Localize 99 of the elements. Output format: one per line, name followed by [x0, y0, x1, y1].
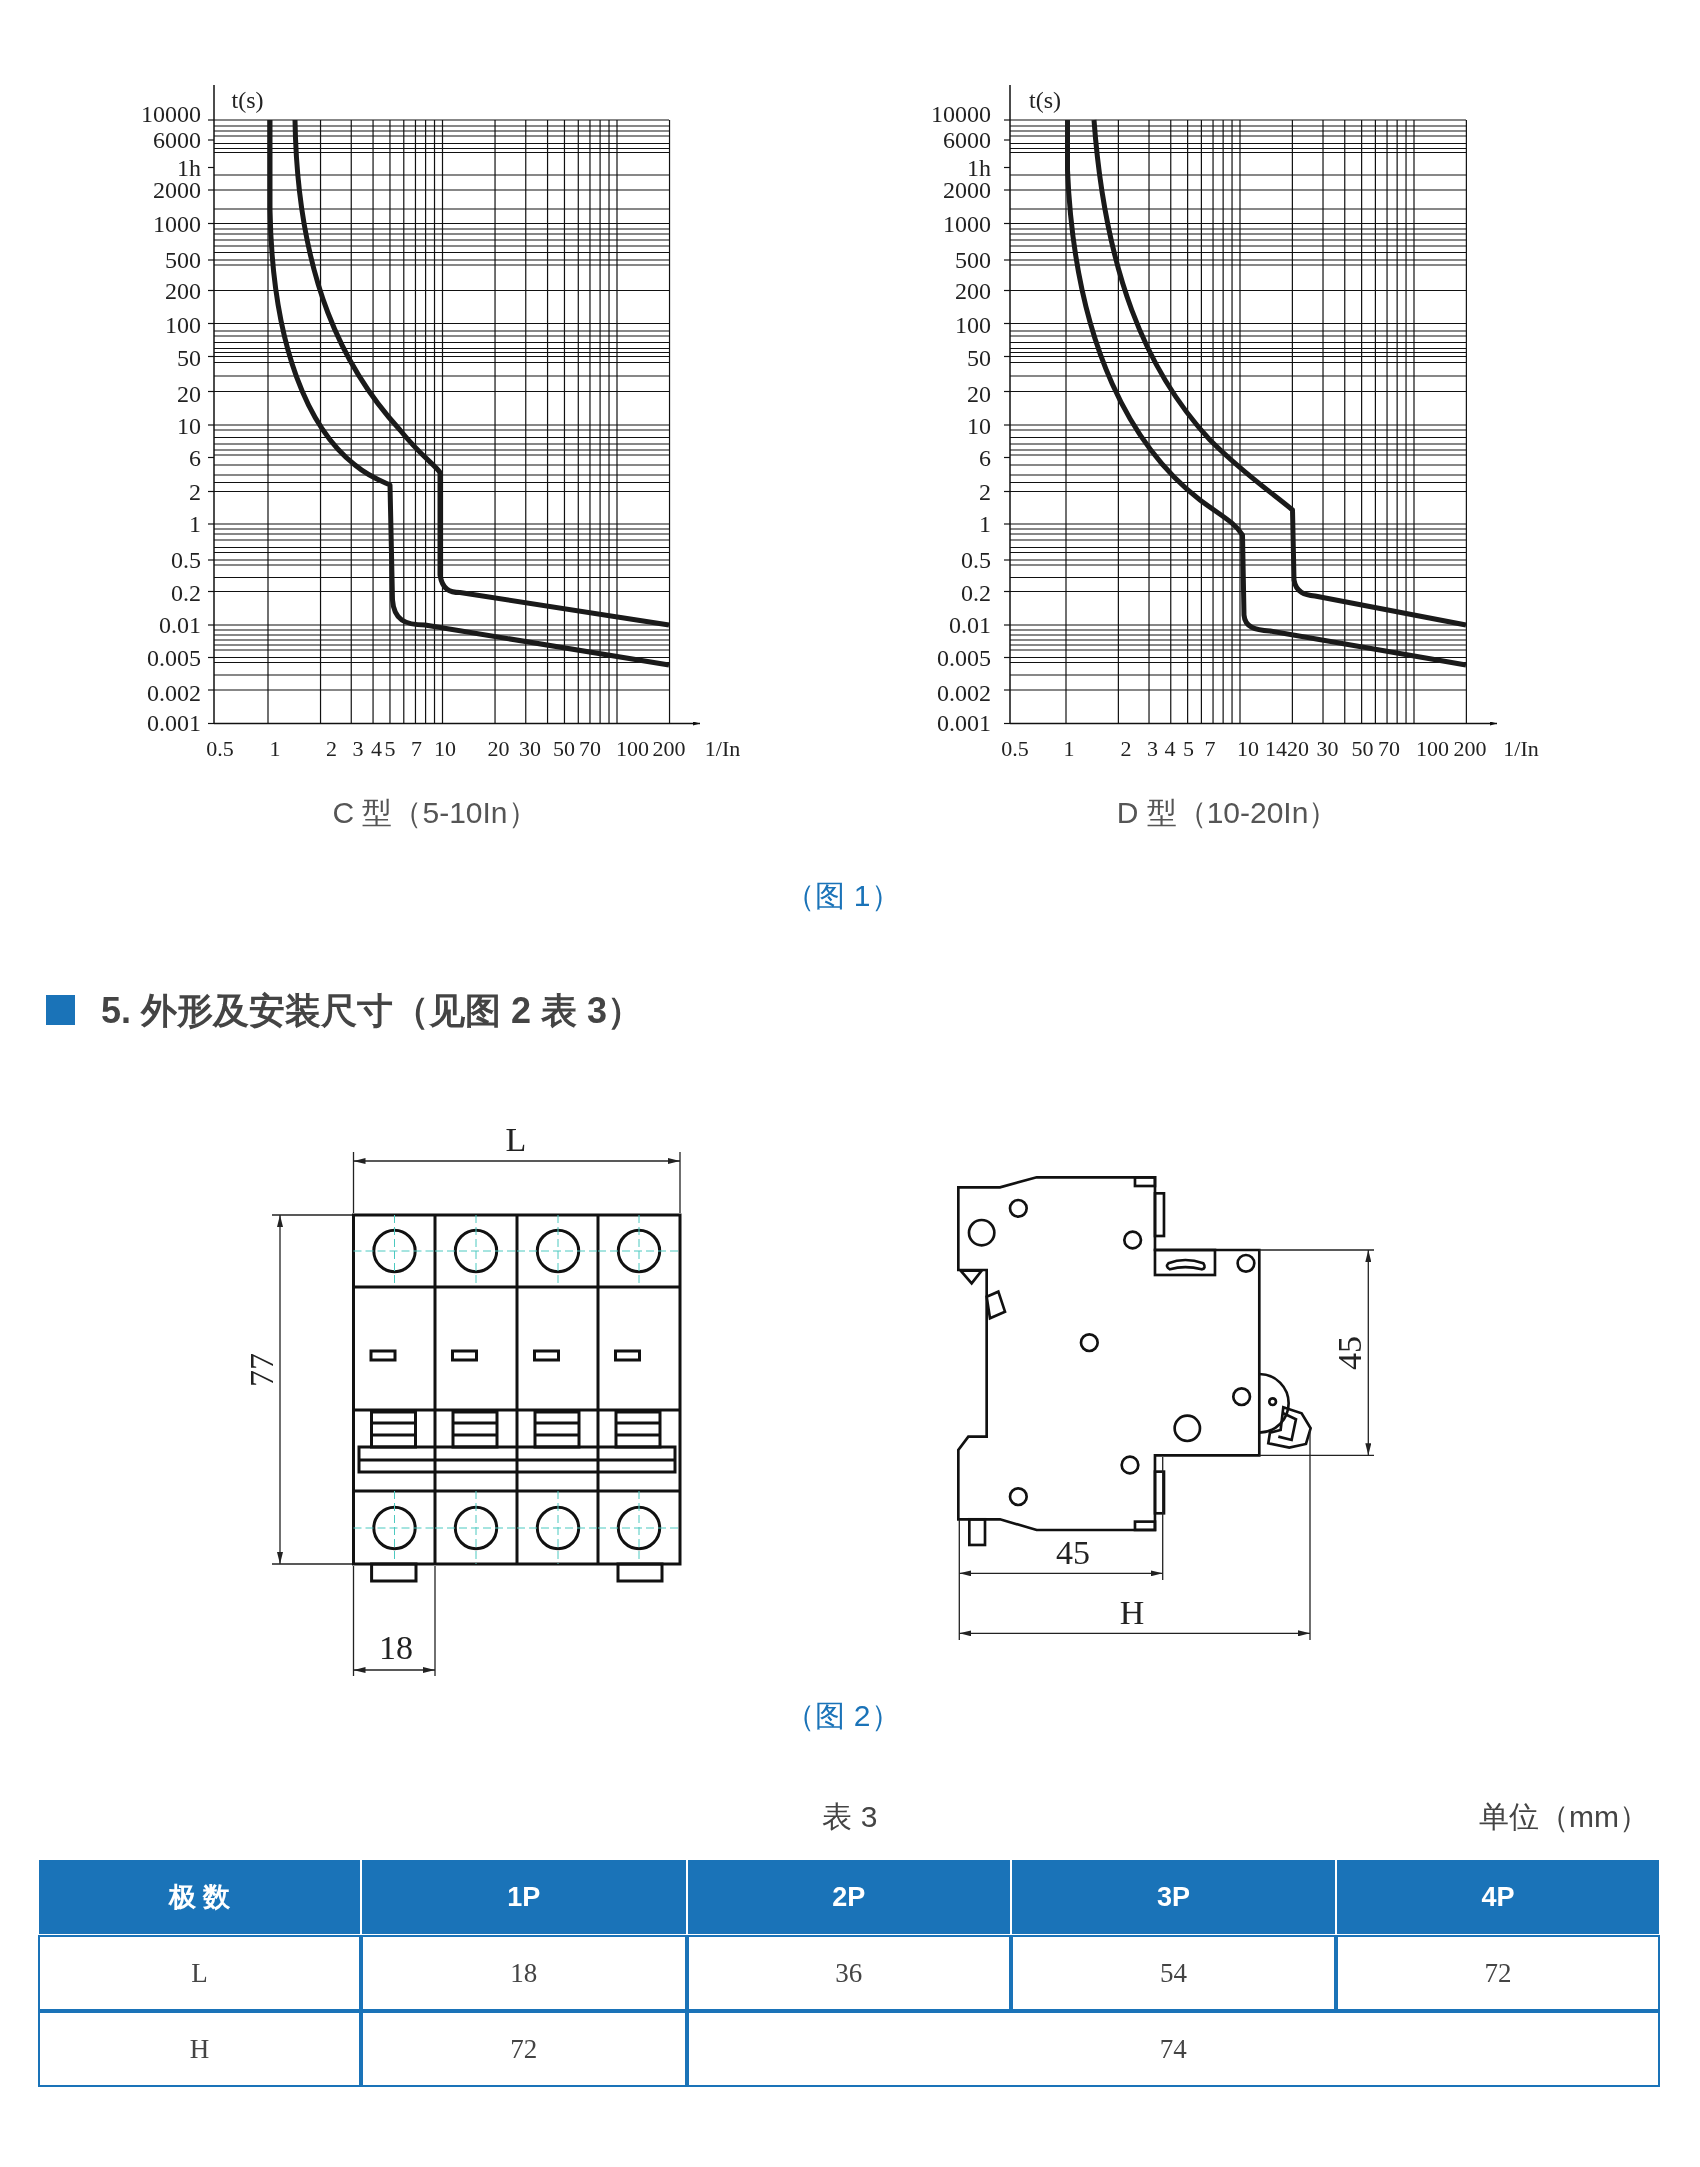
tick-label: 14 — [1265, 737, 1287, 760]
tick-label: 1/In — [704, 737, 741, 760]
table-cell: 72 — [361, 2011, 687, 2087]
table-cell: 74 — [686, 2011, 1660, 2087]
tick-label: 70 — [579, 737, 601, 760]
tick-label: 200 — [652, 737, 686, 760]
dimension-label: L — [505, 1123, 527, 1157]
tick-label: 50 — [177, 345, 201, 370]
tick-label: 50 — [553, 737, 575, 760]
tick-label: 50 — [967, 345, 991, 370]
table-cell: 18 — [361, 1935, 687, 2011]
tick-label: 2000 — [153, 178, 201, 202]
tick-label: 100 — [1416, 737, 1449, 760]
chart-caption: D 型（10-20In） — [1116, 797, 1339, 828]
tick-label: 30 — [519, 737, 541, 760]
tick-label: 0.5 — [961, 548, 991, 572]
tick-label: 0.001 — [147, 710, 201, 735]
dimension-label: 18 — [379, 1631, 413, 1665]
tick-label: 500 — [955, 248, 991, 272]
tick-label: 100 — [955, 313, 991, 337]
tick-label: 0.2 — [961, 580, 991, 605]
tick-label: 100 — [616, 737, 649, 760]
table-cell: L — [38, 1935, 361, 2011]
tick-label: 10 — [177, 414, 201, 438]
tick-label: 1 — [189, 512, 201, 536]
tick-label: 0.005 — [147, 645, 201, 670]
table-header-cell: 1P — [361, 1859, 687, 1935]
tick-label: 0.5 — [1001, 737, 1029, 760]
tick-label: 50 — [1351, 737, 1374, 760]
tick-label: 1 — [269, 737, 281, 760]
tick-label: 0.01 — [949, 613, 991, 637]
tick-label: 1 — [1063, 737, 1075, 760]
axis-title: t(s) — [231, 88, 264, 112]
chart-caption: C 型（5-10In） — [332, 797, 538, 828]
tick-label: 1 — [979, 512, 991, 536]
table-header-cell: 3P — [1011, 1859, 1336, 1935]
table-header-cell: 2P — [686, 1859, 1011, 1935]
axis-title: t(s) — [1029, 88, 1061, 112]
tick-label: 0.5 — [171, 548, 201, 572]
tick-label: 6000 — [153, 128, 201, 152]
tick-label: 1000 — [153, 211, 201, 236]
tick-label: 0.001 — [937, 710, 991, 735]
tick-label: 20 — [967, 382, 991, 406]
tick-label: 10 — [967, 414, 991, 438]
tick-label: 10000 — [931, 102, 991, 126]
tick-label: 0.002 — [937, 680, 991, 705]
dimension-label: 45 — [1333, 1336, 1367, 1370]
tick-label: 200 — [1453, 737, 1487, 760]
table-caption: 表 3 — [822, 1802, 878, 1832]
tick-label: 0.01 — [159, 613, 201, 637]
dimension-label: 77 — [245, 1353, 279, 1387]
tick-label: 10000 — [141, 102, 201, 126]
tick-label: 20 — [177, 382, 201, 406]
dimension-label: H — [1119, 1596, 1145, 1630]
tick-label: 1h — [967, 155, 991, 180]
table-header-cell: 极 数 — [38, 1859, 361, 1935]
table-cell: 36 — [686, 1935, 1011, 2011]
figure-caption: （图 1） — [785, 881, 901, 911]
unit-note: 单位（mm） — [1479, 1802, 1649, 1832]
tick-label: 5 — [1183, 737, 1194, 760]
tick-label: 30 — [1316, 737, 1339, 760]
tick-label: 4 — [1164, 737, 1176, 760]
tick-label: 2 — [1120, 737, 1132, 760]
tick-label: 200 — [165, 278, 201, 303]
tick-label: 1h — [177, 155, 201, 180]
tick-label: 100 — [165, 313, 201, 337]
tick-label: 70 — [1378, 737, 1400, 760]
tick-label: 3 — [352, 737, 364, 760]
tick-label: 1000 — [943, 211, 991, 236]
tick-label: 0.005 — [937, 645, 991, 670]
tick-label: 200 — [955, 278, 991, 303]
dimension-label: 45 — [1056, 1536, 1090, 1570]
table-cell: 72 — [1336, 1935, 1660, 2011]
tick-label: 20 — [487, 737, 510, 760]
tick-label: 5 — [384, 737, 396, 760]
tick-label: 10 — [434, 737, 456, 760]
tick-label: 6000 — [943, 128, 991, 152]
tick-label: 0.2 — [171, 580, 201, 605]
tick-label: 2 — [326, 737, 337, 760]
tick-label: 3 — [1147, 737, 1158, 760]
table-cell: H — [38, 2011, 361, 2087]
tick-label: 500 — [165, 248, 201, 272]
tick-label: 4 — [371, 737, 382, 760]
section-heading: 5. 外形及安装尺寸（见图 2 表 3） — [101, 993, 644, 1029]
tick-label: 2 — [979, 479, 991, 504]
table-header-cell: 4P — [1336, 1859, 1660, 1935]
tick-label: 2 — [189, 479, 201, 504]
tick-label: 1/In — [1503, 737, 1539, 760]
tick-label: 6 — [979, 445, 991, 470]
tick-label: 0.5 — [206, 737, 234, 760]
tick-label: 0.002 — [147, 680, 201, 705]
figure-caption: （图 2） — [785, 1701, 901, 1731]
tick-label: 7 — [1204, 737, 1216, 760]
table-cell: 54 — [1011, 1935, 1336, 2011]
tick-label: 6 — [189, 445, 201, 470]
tick-label: 20 — [1287, 737, 1309, 760]
tick-label: 2000 — [943, 178, 991, 202]
tick-label: 7 — [411, 737, 422, 760]
tick-label: 10 — [1237, 737, 1259, 760]
